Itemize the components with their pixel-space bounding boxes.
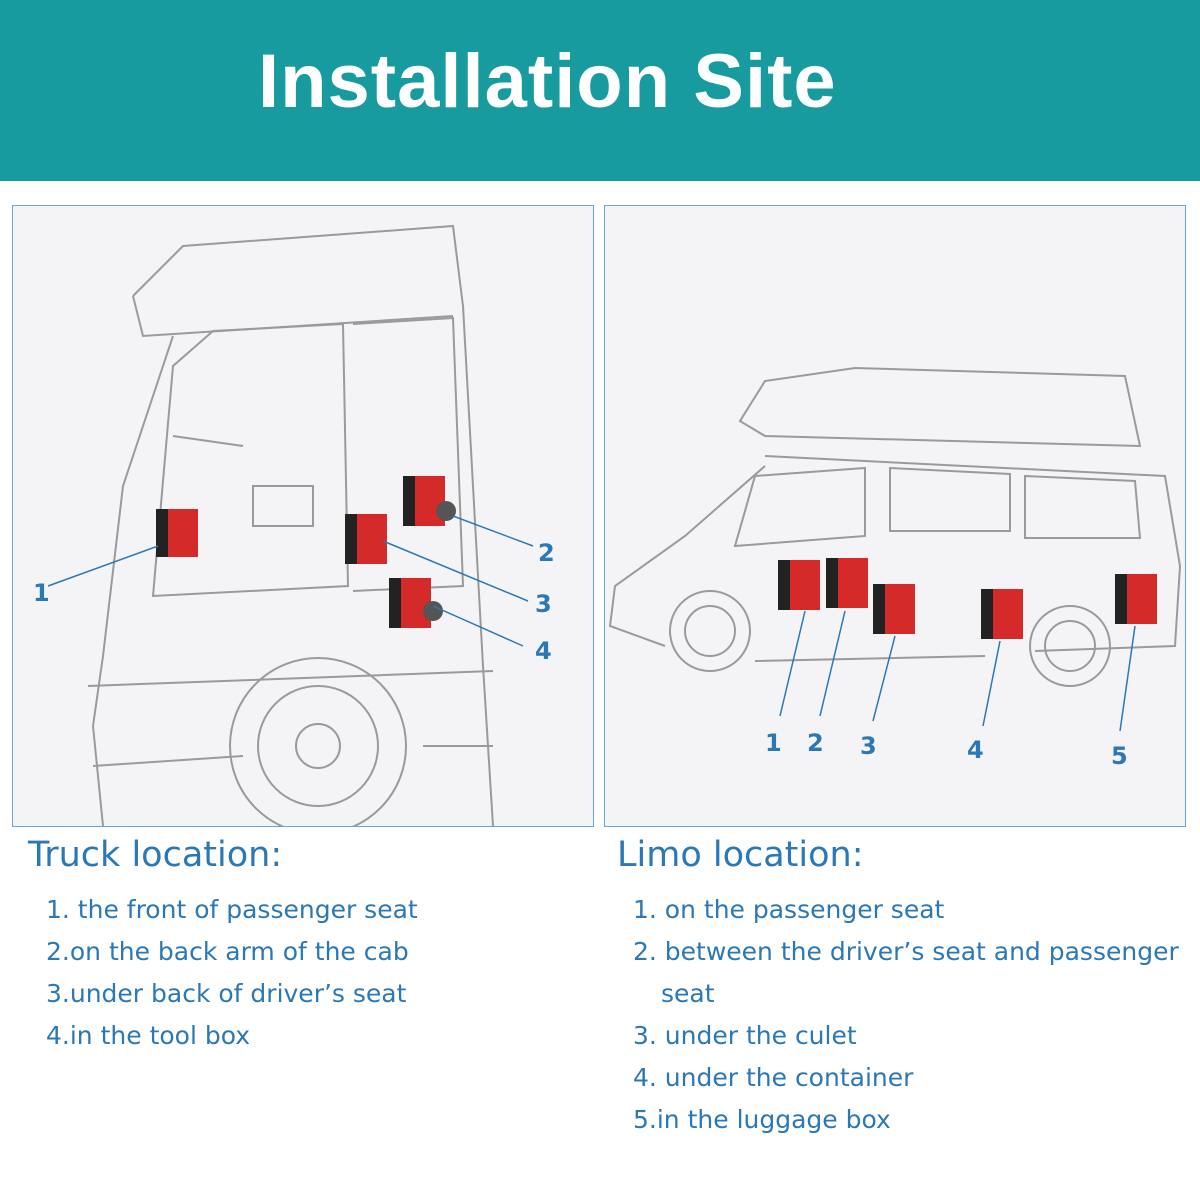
truck-heading: Truck location: (28, 835, 283, 875)
truck-item: 2.on the back arm of the cab (46, 937, 409, 966)
truck-item: 3.under back of driver’s seat (46, 979, 407, 1008)
limo-diagram: 1 2 3 4 5 (604, 205, 1186, 827)
marker-1: 1 (33, 579, 50, 607)
marker-2: 2 (807, 729, 824, 757)
limo-heading: Limo location: (617, 835, 864, 875)
truck-location-section: Truck location: 1. the front of passenge… (28, 835, 418, 1057)
truck-item: 4.in the tool box (46, 1021, 251, 1050)
limo-item: 2. between the driver’s seat and passeng… (633, 937, 1179, 966)
marker-3: 3 (860, 732, 877, 760)
marker-4: 4 (535, 637, 552, 665)
limo-item: 5.in the luggage box (633, 1105, 891, 1134)
marker-5: 5 (1111, 742, 1128, 770)
header-banner: Installation Site (0, 0, 1200, 181)
limo-item-continued: seat (661, 979, 715, 1008)
truck-item: 1. the front of passenger seat (46, 895, 418, 924)
page-title: Installation Site (258, 39, 837, 124)
marker-2: 2 (538, 539, 555, 567)
heater-icon (156, 476, 456, 628)
limo-item: 3. under the culet (633, 1021, 857, 1050)
limo-item: 1. on the passenger seat (633, 895, 945, 924)
limo-item: 4. under the container (633, 1063, 914, 1092)
limo-location-section: Limo location: 1. on the passenger seat … (617, 835, 1179, 1141)
marker-1: 1 (765, 729, 782, 757)
truck-diagram: 1 2 3 4 (12, 205, 594, 835)
marker-3: 3 (535, 590, 552, 618)
marker-4: 4 (967, 736, 984, 764)
